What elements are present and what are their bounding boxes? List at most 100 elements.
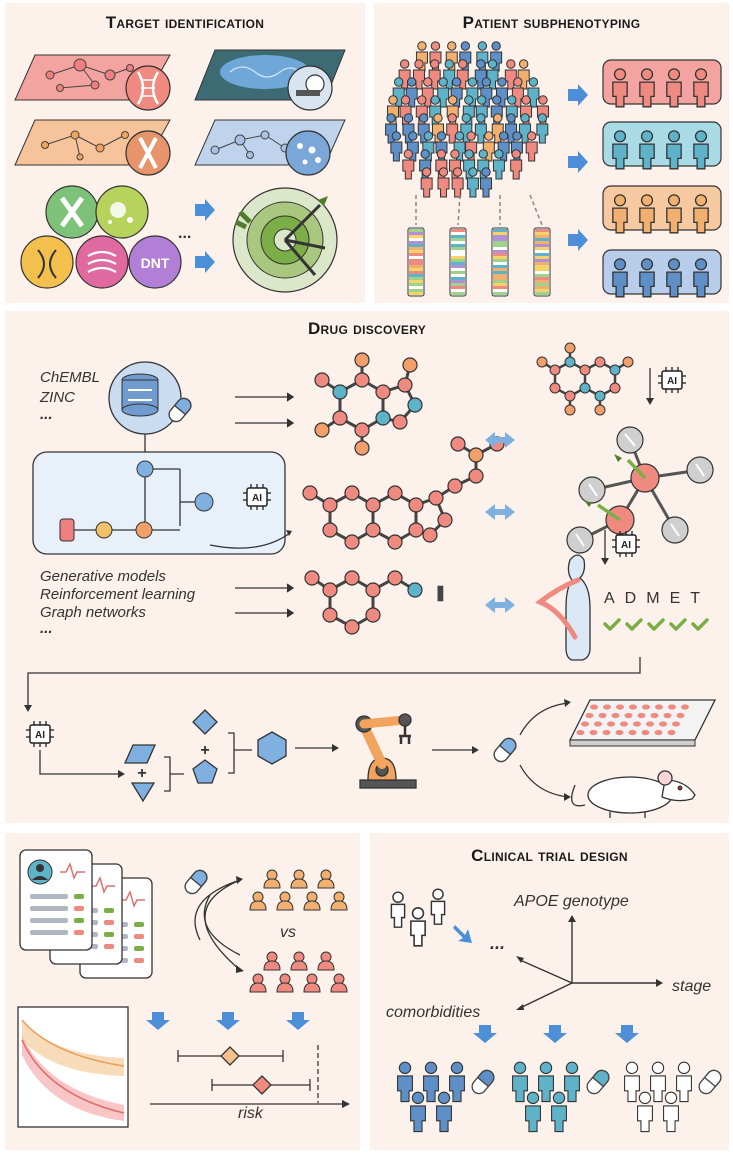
omics-circles: DNT ... [20,185,191,289]
person-icon [474,113,487,144]
ehr-card-icon [19,849,93,951]
person-icon [448,1061,466,1103]
method-label-generative: Generative models [40,568,166,585]
panel-title: Clinical trial design [471,846,628,865]
pill-icon [586,1069,610,1095]
double-arrows [485,432,515,613]
check-icon [625,618,643,631]
risk-label: risk [238,1105,263,1122]
person-icon [249,973,267,993]
panel-title: Patient subphenotyping [462,13,641,32]
svg-text:...: ... [435,586,455,601]
arrow-right-icon [568,229,588,251]
trial-arms [396,1061,722,1133]
cell-icon [285,130,331,176]
patient-groups [249,869,348,993]
ai-chip-icon [611,530,641,558]
svg-text:+: + [137,765,146,782]
forest-plot [150,1045,345,1105]
check-icon [669,618,687,631]
person-icon [466,167,479,198]
person-icon [420,167,433,198]
docking-cluster [566,426,714,554]
person-icon [290,951,308,971]
person-icon [263,869,281,889]
database-label-more: ... [40,406,53,423]
admet-label: ADMET [604,590,710,608]
person-icon [511,1061,529,1103]
arrow-lines [235,392,295,618]
person-icon [563,1061,581,1103]
fragment-combination: + + [123,709,335,803]
ehr-cards [19,849,153,979]
person-icon [330,891,348,911]
target-icon [232,187,338,293]
person-icon [524,1091,542,1133]
arrow-down-icon [473,1025,497,1043]
arrow-right-icon [568,151,588,173]
person-icon [276,973,294,993]
arrow-right-icon [195,251,215,273]
person-icon [510,149,523,180]
person-icon [409,1091,427,1133]
database-icon [108,361,182,435]
database-label-zinc: ZINC [40,389,75,406]
molecule-2 [302,436,505,550]
method-label-rl: Reinforcement learning [40,586,196,603]
person-icon [536,113,549,144]
pill-icon [471,1069,495,1095]
person-icon [390,131,403,162]
admet-checks [603,618,709,631]
method-label-graph: Graph networks [40,604,146,621]
person-icon [422,1061,440,1103]
pill-icon [490,734,520,766]
robot-arm-icon [355,713,417,789]
axis-label-comorbidities: comorbidities [386,1004,481,1021]
database-label-chembl: ChEMBL [40,369,101,386]
survival-curve-plot [17,1006,129,1128]
person-icon [290,869,308,889]
omics-barcodes [407,194,551,297]
person-icon [451,167,464,198]
svg-text:...: ... [178,225,191,242]
person-icon [435,1091,453,1133]
person-icon [437,77,450,108]
person-icon [263,951,281,971]
patient-crowd [385,41,549,198]
svg-text:+: + [200,742,209,759]
axis-label-apoe: APOE genotype [514,893,629,910]
person-icon [649,1061,667,1103]
arrow-down-icon [286,1012,310,1030]
axis-label-stage: stage [672,978,712,995]
human-body-icon [535,554,591,661]
panel-title: Target identification [105,13,265,32]
model-workflow-box [32,451,286,555]
check-icon [647,618,665,631]
person-icon [396,1061,414,1103]
person-icon [317,869,335,889]
person-icon [550,1091,568,1133]
admet-a: A [604,590,625,607]
molecule-3: ... [304,570,457,635]
arrow-right-icon [568,84,588,106]
person-icon [537,1061,555,1103]
arrow-down-icon [615,1025,639,1043]
person-icon [662,1091,680,1133]
dna-icon [125,65,171,111]
arrow-right-icon [195,199,215,221]
patient-subgroups [602,59,722,298]
pill-icon [698,1069,722,1095]
person-icon [623,1061,641,1103]
arrow-down-icon [146,1012,170,1030]
molecule-1 [314,352,423,456]
ai-chip-icon [242,483,272,511]
check-icon [603,618,621,631]
method-label-more: ... [40,620,53,637]
admet-t: T [690,590,711,607]
person-icon [675,1061,693,1103]
ellipsis-label: ... [490,933,506,953]
person-icon [402,149,415,180]
check-icon [691,618,709,631]
person-icon [249,891,267,911]
